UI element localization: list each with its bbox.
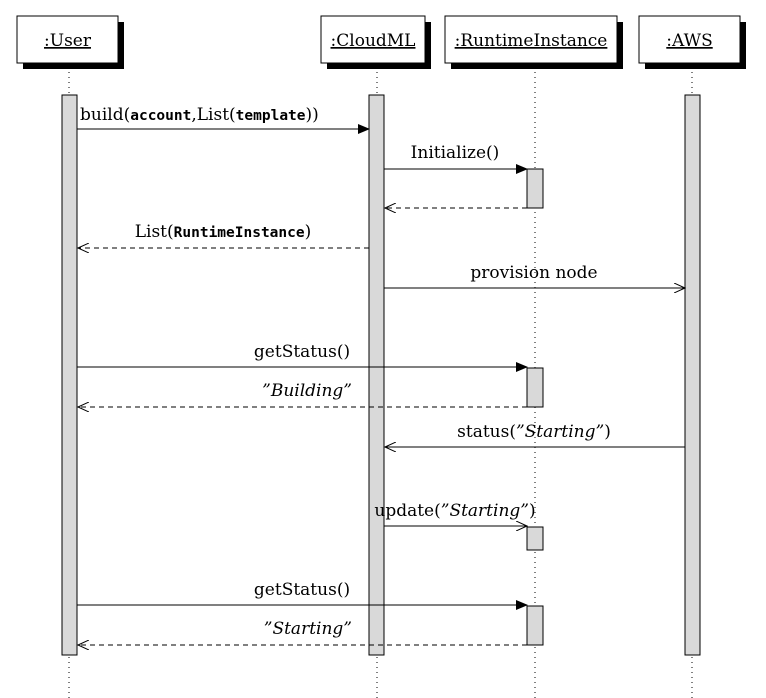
message-label-part: ”Building” [262,381,352,401]
participant-box [444,15,618,64]
message-label-initialize: Initialize() [411,143,500,163]
message-label-part: ) [529,501,536,521]
activation-bar-aws [684,94,701,656]
message-label-part: ”Starting” [441,501,529,521]
activation-bar-runtime [526,605,544,646]
message-label-part: update( [374,501,440,521]
message-label-get-status-2: getStatus() [254,580,350,600]
participant-runtime: :RuntimeInstance [444,15,623,69]
activation-bar-user [61,94,78,656]
message-label-part: template [236,108,306,124]
participant-label: :User [44,31,92,51]
participant-aws: :AWS [638,15,746,69]
message-label-build: build(account,List(template)) [80,105,319,125]
message-label-building: ”Building” [262,381,352,401]
message-label-status-starting: status(”Starting”) [457,422,611,442]
message-label-part: account [130,108,191,124]
message-label-part: ,List( [191,105,235,125]
participant-label: :RuntimeInstance [455,31,608,51]
activation-bar-runtime [526,526,544,551]
message-label-part: ) [604,422,611,442]
participant-box [638,15,741,64]
message-label-provision-node: provision node [470,263,597,283]
participant-label: :AWS [666,31,712,51]
message-label-get-status: getStatus() [254,342,350,362]
activation-bar-cloudml [368,94,385,656]
message-label-update-starting: update(”Starting”) [374,501,535,521]
message-label-build-return: List(RuntimeInstance) [135,222,312,242]
message-label-part: ”Starting” [516,422,604,442]
activation-bar-runtime [526,168,544,209]
message-label-part: status( [457,422,516,442]
message-label-part: ”Starting” [264,619,352,639]
message-label-part: getStatus() [254,342,350,362]
participant-box [320,15,426,64]
message-label-starting: ”Starting” [264,619,352,639]
activations [61,94,701,656]
message-label-part: )) [306,105,319,125]
message-arrows [77,124,685,645]
participant-user: :User [16,15,124,69]
participant-cloudml: :CloudML [320,15,431,69]
message-label-part: ) [305,222,312,242]
message-label-part: Initialize() [411,143,500,163]
message-label-part: getStatus() [254,580,350,600]
message-label-part: build( [80,105,130,125]
message-label-part: provision node [470,263,597,283]
message-label-part: List( [135,222,174,242]
participant-label: :CloudML [331,31,416,51]
participant-box [16,15,119,64]
activation-bar-runtime [526,367,544,408]
message-label-part: RuntimeInstance [174,225,305,241]
